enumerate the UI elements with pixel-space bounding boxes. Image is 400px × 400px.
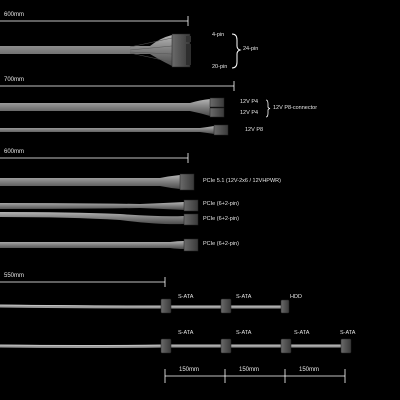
label-12v-p8: 12V P8 — [245, 127, 264, 133]
dimension-label-600mm-top: 600mm — [4, 12, 25, 18]
label-sata2-3: S-ATA — [294, 330, 310, 336]
label-4pin: 4-pin — [212, 32, 225, 38]
label-sata2-4: S-ATA — [340, 330, 356, 336]
label-pcie-a: PCIe (6+2-pin) — [203, 201, 239, 207]
label-24pin: 24-pin — [243, 46, 259, 52]
label-sata1-1: S-ATA — [178, 294, 194, 300]
dimension-line-550mm — [0, 277, 166, 287]
label-20pin: 20-pin — [212, 64, 228, 70]
dimension-label-150mm-1: 150mm — [179, 367, 200, 373]
dimension-label-550mm: 550mm — [4, 273, 25, 279]
dimension-label-700mm: 700mm — [4, 77, 25, 83]
label-sata2-1: S-ATA — [178, 330, 194, 336]
atx-24pin-cable — [0, 33, 191, 68]
eps-brace — [265, 99, 271, 118]
eps-cable-upper — [0, 97, 225, 118]
label-hdd: HDD — [290, 294, 302, 300]
label-pcie-b: PCIe (6+2-pin) — [203, 216, 239, 222]
eps-cable-lower — [0, 124, 229, 136]
dimension-label-600mm-mid: 600mm — [4, 149, 25, 155]
sata-cable-row1 — [0, 298, 290, 314]
dimension-line-600mm-mid — [0, 153, 189, 163]
dimension-line-150mm-row — [164, 369, 346, 383]
dimension-line-600mm-top — [0, 16, 189, 26]
dimension-label-150mm-2: 150mm — [239, 367, 260, 373]
dimension-line-700mm — [0, 81, 235, 91]
label-sata1-2: S-ATA — [236, 294, 252, 300]
pcie-12vhpwr-cable — [0, 173, 195, 191]
pcie-cable-c — [0, 238, 199, 252]
label-12v-p4-b: 12V P4 — [240, 110, 259, 116]
dimension-label-150mm-3: 150mm — [299, 367, 320, 373]
label-pcie-c: PCIe (6+2-pin) — [203, 241, 239, 247]
label-pcie-12vhpwr: PCIe 5.1 (12V-2x6 / 12VHPWR) — [203, 178, 281, 184]
sata-cable-row2 — [0, 338, 352, 354]
pcie-cable-a — [0, 199, 199, 212]
label-sata2-2: S-ATA — [236, 330, 252, 336]
atx-brace — [231, 33, 242, 69]
label-12v-p8-connector: 12V P8-connector — [273, 105, 318, 111]
pcie-cable-b — [0, 212, 199, 226]
label-12v-p4-a: 12V P4 — [240, 99, 259, 105]
